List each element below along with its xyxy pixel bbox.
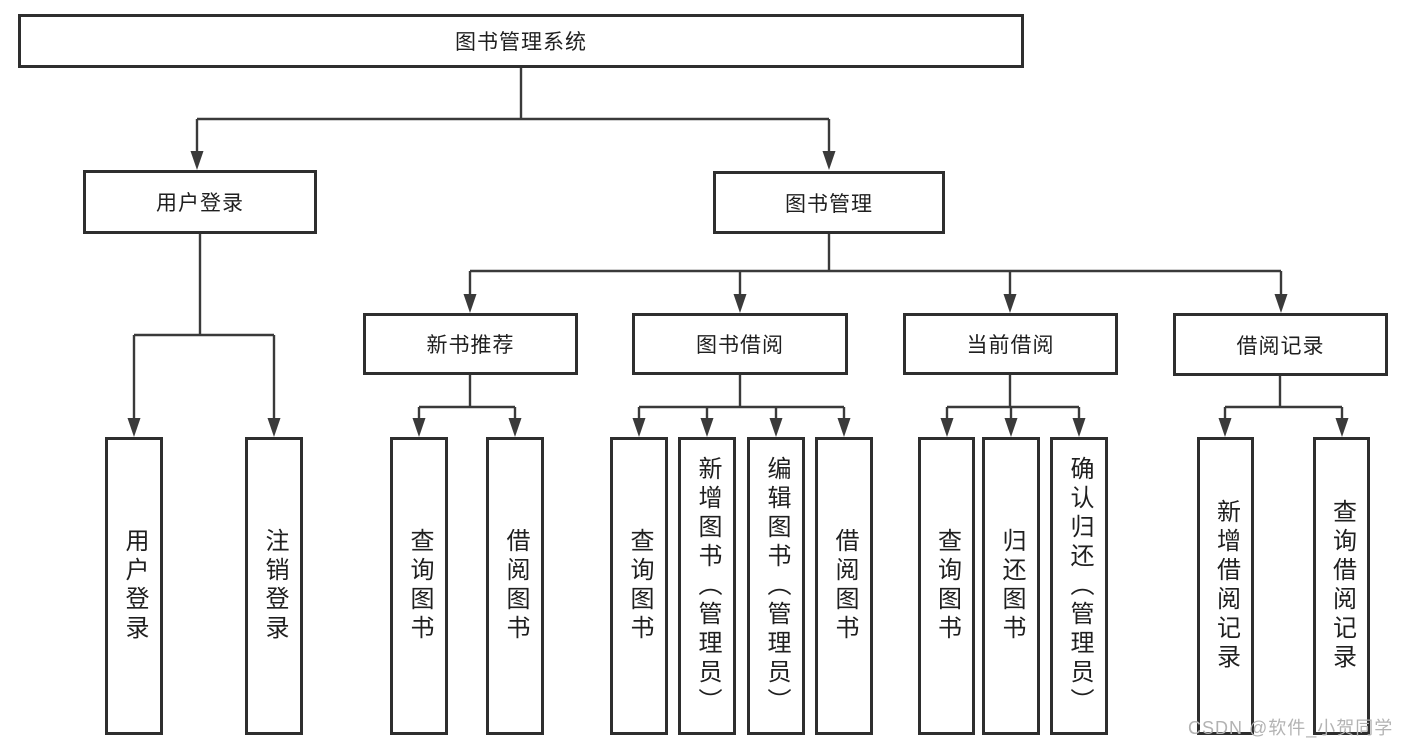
leaf-add-book-admin: 新增图书（管理员） bbox=[678, 437, 736, 735]
leaf-add-borrow-record: 新增借阅记录 bbox=[1197, 437, 1254, 735]
node-new-book-recommend: 新书推荐 bbox=[363, 313, 578, 375]
node-root: 图书管理系统 bbox=[18, 14, 1024, 68]
node-book-management: 图书管理 bbox=[713, 171, 945, 234]
leaf-query-book-recommend: 查询图书 bbox=[390, 437, 448, 735]
leaf-logout: 注销登录 bbox=[245, 437, 303, 735]
arrowheads bbox=[127, 151, 1349, 437]
leaf-confirm-return-admin: 确认归还（管理员） bbox=[1050, 437, 1108, 735]
leaf-return-book: 归还图书 bbox=[982, 437, 1040, 735]
watermark: CSDN @软件_小贺同学 bbox=[1188, 718, 1394, 738]
node-book-borrow: 图书借阅 bbox=[632, 313, 848, 375]
leaf-query-book-borrow: 查询图书 bbox=[610, 437, 668, 735]
leaf-query-book-current: 查询图书 bbox=[918, 437, 975, 735]
leaf-borrow-book: 借阅图书 bbox=[815, 437, 873, 735]
leaf-borrow-book-recommend: 借阅图书 bbox=[486, 437, 544, 735]
leaf-user-login: 用户登录 bbox=[105, 437, 163, 735]
node-borrow-record: 借阅记录 bbox=[1173, 313, 1388, 376]
leaf-edit-book-admin: 编辑图书（管理员） bbox=[747, 437, 805, 735]
leaf-query-borrow-record: 查询借阅记录 bbox=[1313, 437, 1370, 735]
node-user-login: 用户登录 bbox=[83, 170, 317, 234]
node-current-borrow: 当前借阅 bbox=[903, 313, 1118, 375]
